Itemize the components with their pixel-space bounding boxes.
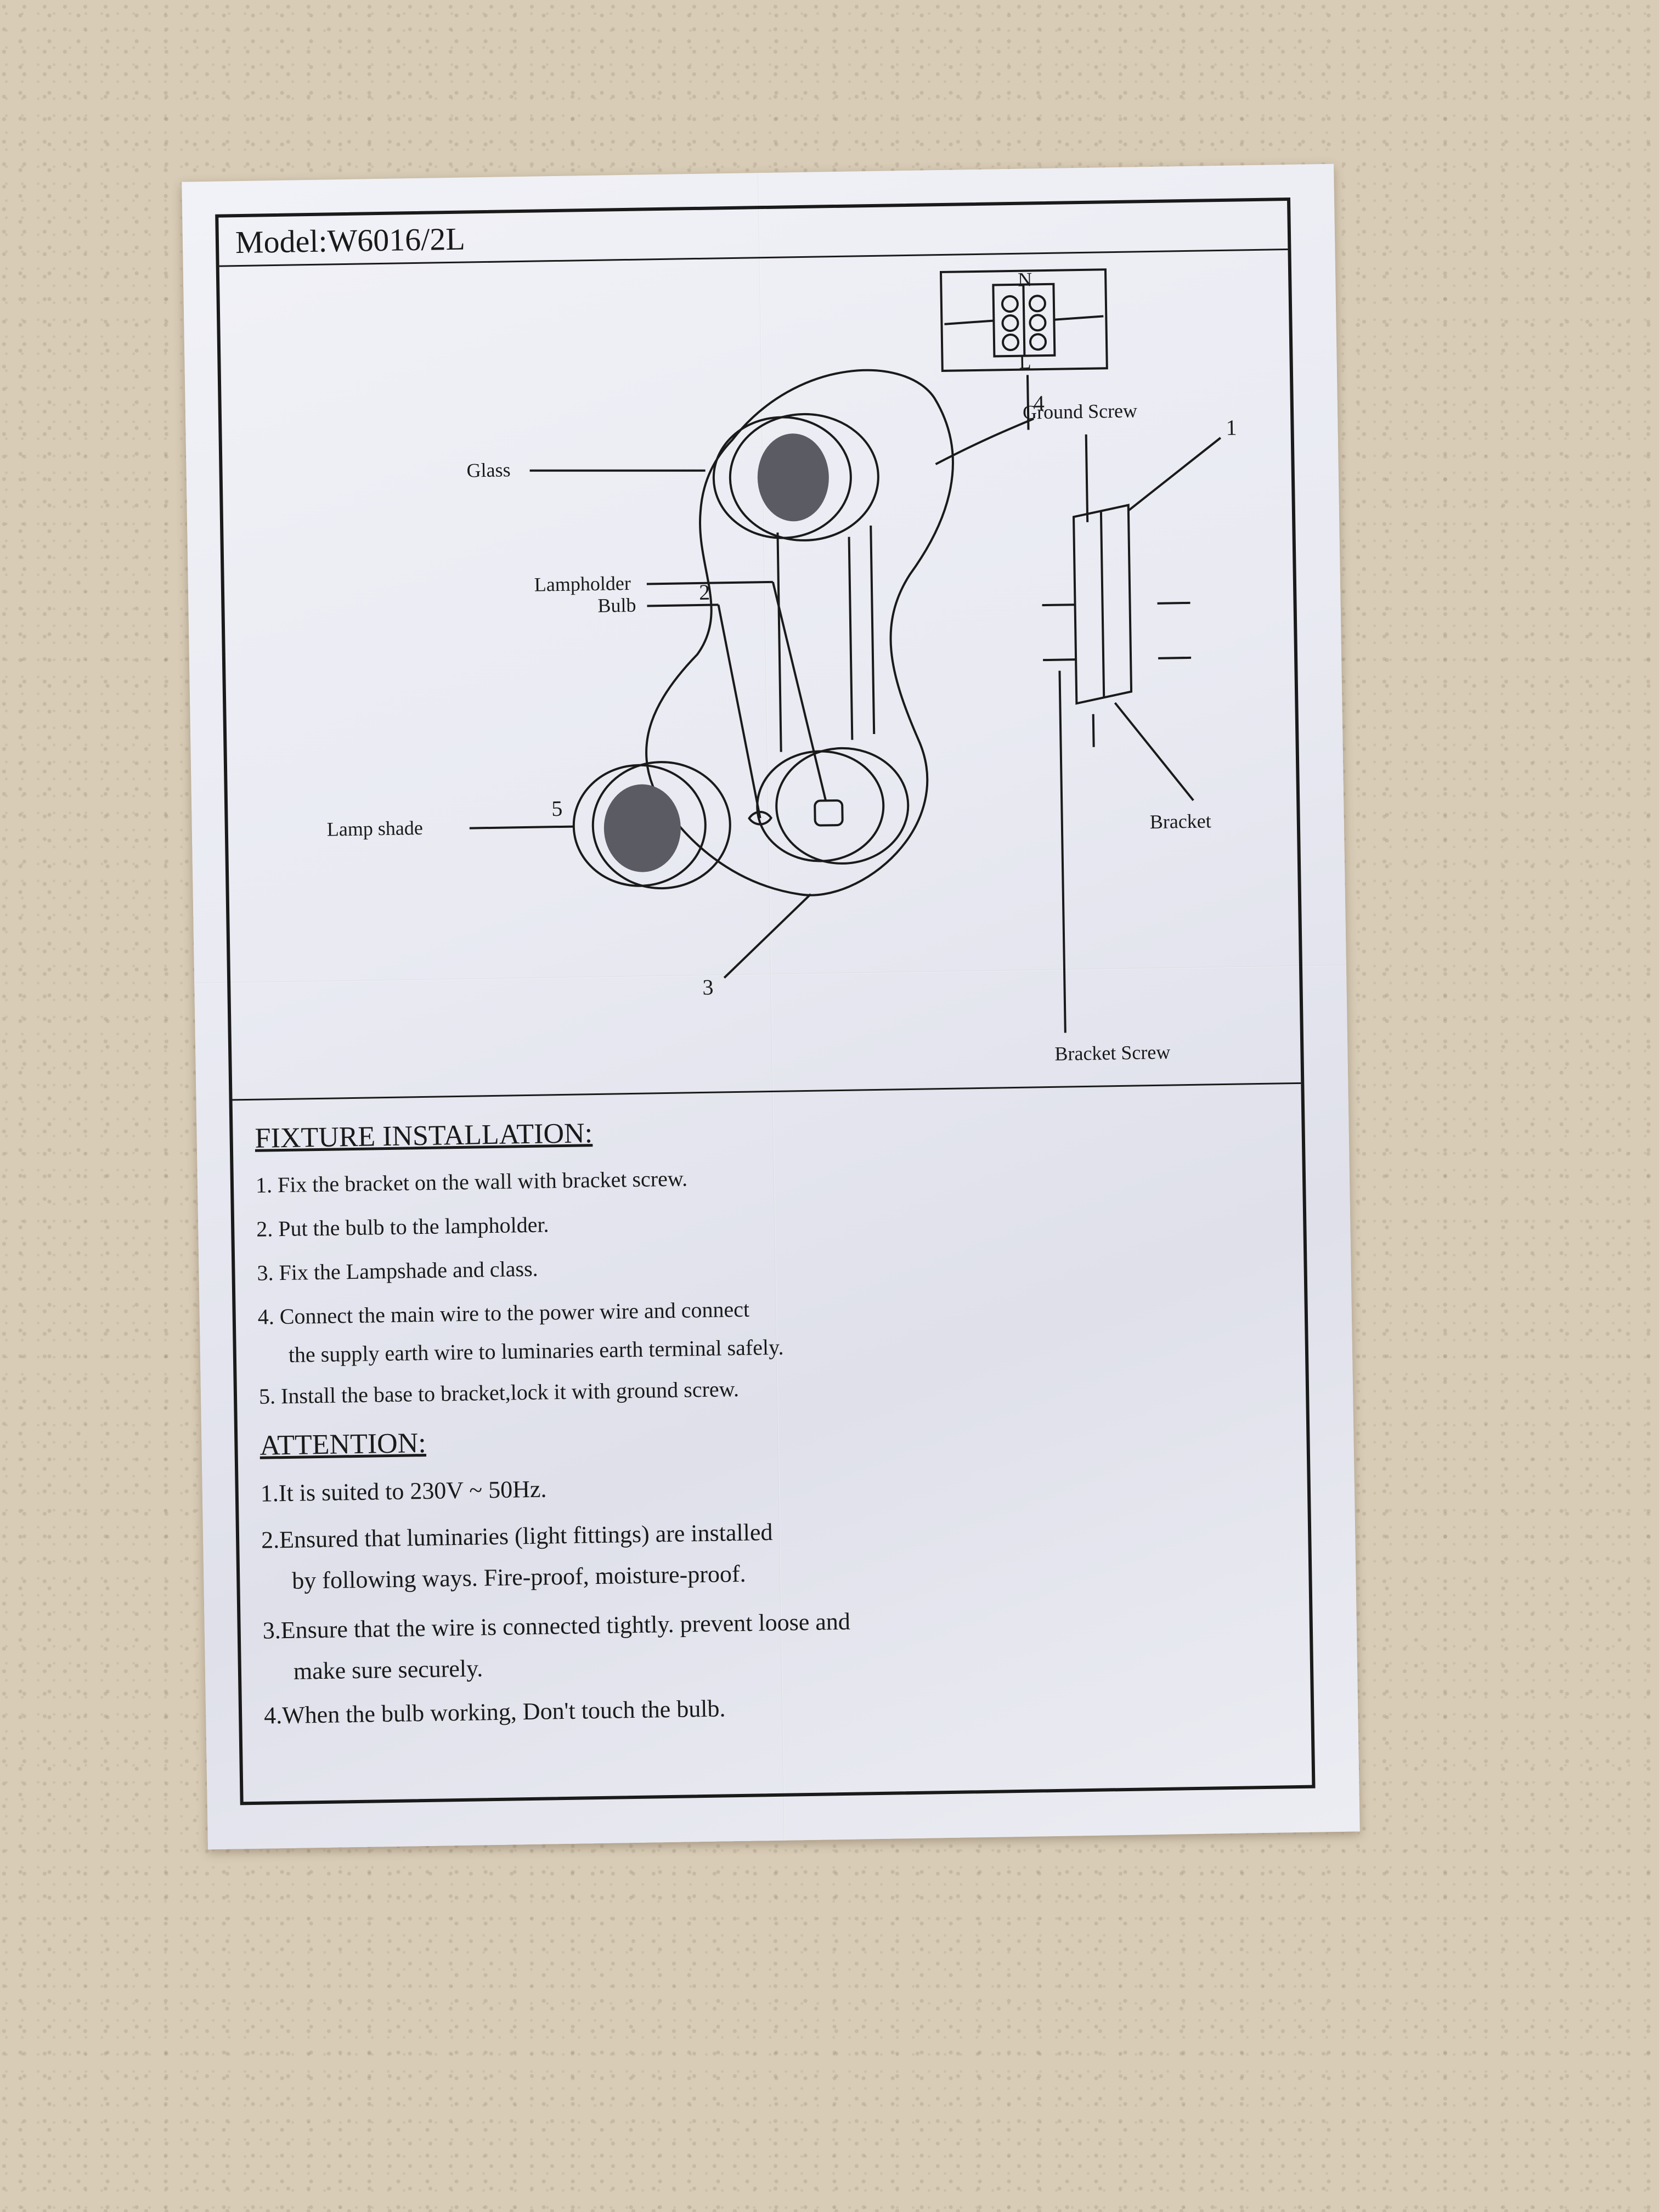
upper-shade-diffuser — [757, 433, 829, 522]
attention-item-3: 3.Ensure that the wire is connected tigh… — [262, 1607, 851, 1644]
lamp-shade-outer — [591, 761, 731, 890]
callout-3: 3 — [702, 975, 714, 1000]
attention-heading: ATTENTION: — [259, 1427, 427, 1462]
sheet-border-frame: Model:W6016/2L — [215, 197, 1316, 1805]
label-bracket-screw: Bracket Screw — [1054, 1041, 1171, 1065]
installation-step-4: 4. Connect the main wire to the power wi… — [257, 1296, 750, 1329]
label-ground-screw: Ground Screw — [1023, 399, 1138, 423]
attention-item-3-cont: make sure securely. — [293, 1655, 483, 1685]
attention-item-2: 2.Ensured that luminaries (light fitting… — [261, 1519, 773, 1554]
attention-item-4: 4.When the bulb working, Don't touch the… — [263, 1695, 726, 1729]
callout-5: 5 — [551, 796, 563, 821]
instruction-sheet: Model:W6016/2L — [182, 163, 1360, 1850]
attention-item-1: 1.It is suited to 230V ~ 50Hz. — [260, 1475, 547, 1507]
upper-shade-front — [712, 416, 852, 539]
callout-4: 4 — [1033, 391, 1045, 415]
bulb-drawing — [748, 811, 773, 826]
label-lamp-shade: Lamp shade — [327, 817, 424, 840]
callout-2: 2 — [699, 580, 710, 605]
lamp-shade-front — [572, 764, 707, 887]
lower-housing-outer — [775, 747, 910, 865]
model-number: Model:W6016/2L — [235, 221, 466, 261]
label-lampholder: Lampholder — [534, 572, 631, 596]
glass-outline — [645, 369, 954, 896]
attention-item-2-cont: by following ways. Fire-proof, moisture-… — [291, 1560, 746, 1594]
callout-1: 1 — [1226, 415, 1237, 440]
label-bracket: Bracket — [1149, 810, 1211, 833]
terminal-letter-l: L — [1019, 351, 1031, 373]
lampholder-drawing — [814, 799, 844, 827]
upper-shade-outer — [729, 413, 879, 541]
fixture-diagram: Glass Lampholder Bulb Lamp shade Ground … — [219, 250, 1301, 1101]
installation-step-1: 1. Fix the bracket on the wall with brac… — [255, 1166, 688, 1198]
label-bulb: Bulb — [597, 594, 636, 617]
installation-step-5: 5. Install the base to bracket,lock it w… — [258, 1376, 740, 1409]
terminal-letter-n: N — [1018, 268, 1032, 290]
label-glass: Glass — [466, 459, 511, 481]
installation-step-4-cont: the supply earth wire to luminaries eart… — [288, 1334, 784, 1367]
installation-step-2: 2. Put the bulb to the lampholder. — [256, 1212, 549, 1242]
bracket-drawing — [1073, 504, 1133, 705]
fixture-installation-heading: FIXTURE INSTALLATION: — [255, 1118, 593, 1154]
lamp-shade-diffuser — [603, 784, 681, 872]
installation-step-3: 3. Fix the Lampshade and class. — [257, 1256, 538, 1285]
exploded-view-drawing: Glass Lampholder Bulb Lamp shade Ground … — [327, 268, 1237, 1065]
terminal-block-box — [939, 268, 1108, 372]
instructions-text: FIXTURE INSTALLATION: 1. Fix the bracket… — [233, 1084, 1312, 1803]
